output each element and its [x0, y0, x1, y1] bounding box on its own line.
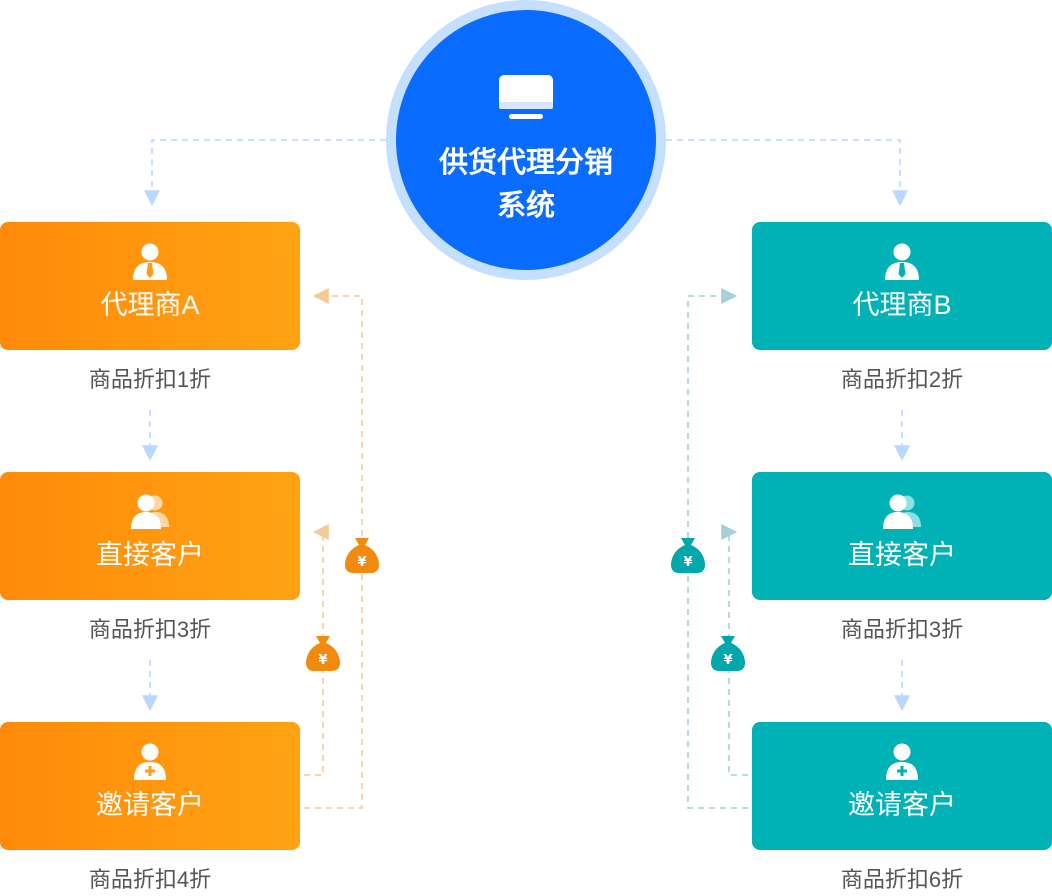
agent-icon	[885, 243, 919, 280]
direct-customer-a-discount: 商品折扣3折	[88, 617, 212, 642]
connector-center-to-agent-a	[144, 139, 386, 207]
invited-customer-a-node: 邀请客户	[0, 722, 300, 850]
agent-b-discount: 商品折扣2折	[840, 367, 964, 392]
money-bag-icon: ¥	[306, 636, 340, 671]
center-system-node: 供货代理分销系统	[386, 0, 666, 280]
invited-customer-b-node: 邀请客户	[752, 722, 1052, 850]
agent-a-node: 代理商A	[0, 222, 300, 350]
add-user-icon	[134, 743, 166, 780]
agent-a-label: 代理商A	[100, 290, 200, 320]
monitor-icon	[499, 75, 553, 119]
invited-customer-a-discount: 商品折扣4折	[88, 867, 212, 892]
svg-text:¥: ¥	[723, 653, 732, 668]
direct-customer-b-node: 直接客户	[752, 472, 1052, 600]
agent-b-node: 代理商B	[752, 222, 1052, 350]
invited-customer-b-label: 邀请客户	[848, 790, 956, 820]
agent-a-discount: 商品折扣1折	[88, 367, 212, 392]
money-bag-icon: ¥	[345, 538, 379, 573]
direct-customer-a-node: 直接客户	[0, 472, 300, 600]
group-icon	[883, 494, 921, 529]
svg-text:¥: ¥	[357, 555, 366, 570]
direct-customer-b-label: 直接客户	[848, 540, 956, 570]
return-invited-b-to-agent	[687, 288, 748, 809]
agent-b-label: 代理商B	[852, 290, 952, 320]
return-invited-b-to-direct	[721, 524, 748, 776]
agent-icon	[133, 243, 167, 280]
return-invited-a-to-direct	[304, 524, 329, 776]
group-icon	[131, 494, 169, 529]
invited-customer-b-discount: 商品折扣6折	[840, 867, 964, 892]
invited-customer-a-label: 邀请客户	[96, 790, 204, 820]
svg-text:¥: ¥	[318, 653, 327, 668]
center-title: 供货代理分销系统	[438, 147, 613, 222]
money-bag-icon: ¥	[711, 636, 745, 671]
svg-text:¥: ¥	[683, 555, 692, 570]
direct-customer-a-label: 直接客户	[96, 540, 204, 570]
connector-center-to-agent-b	[666, 139, 908, 207]
direct-customer-b-discount: 商品折扣3折	[840, 617, 964, 642]
add-user-icon	[886, 743, 918, 780]
money-bag-icon: ¥	[671, 538, 705, 573]
